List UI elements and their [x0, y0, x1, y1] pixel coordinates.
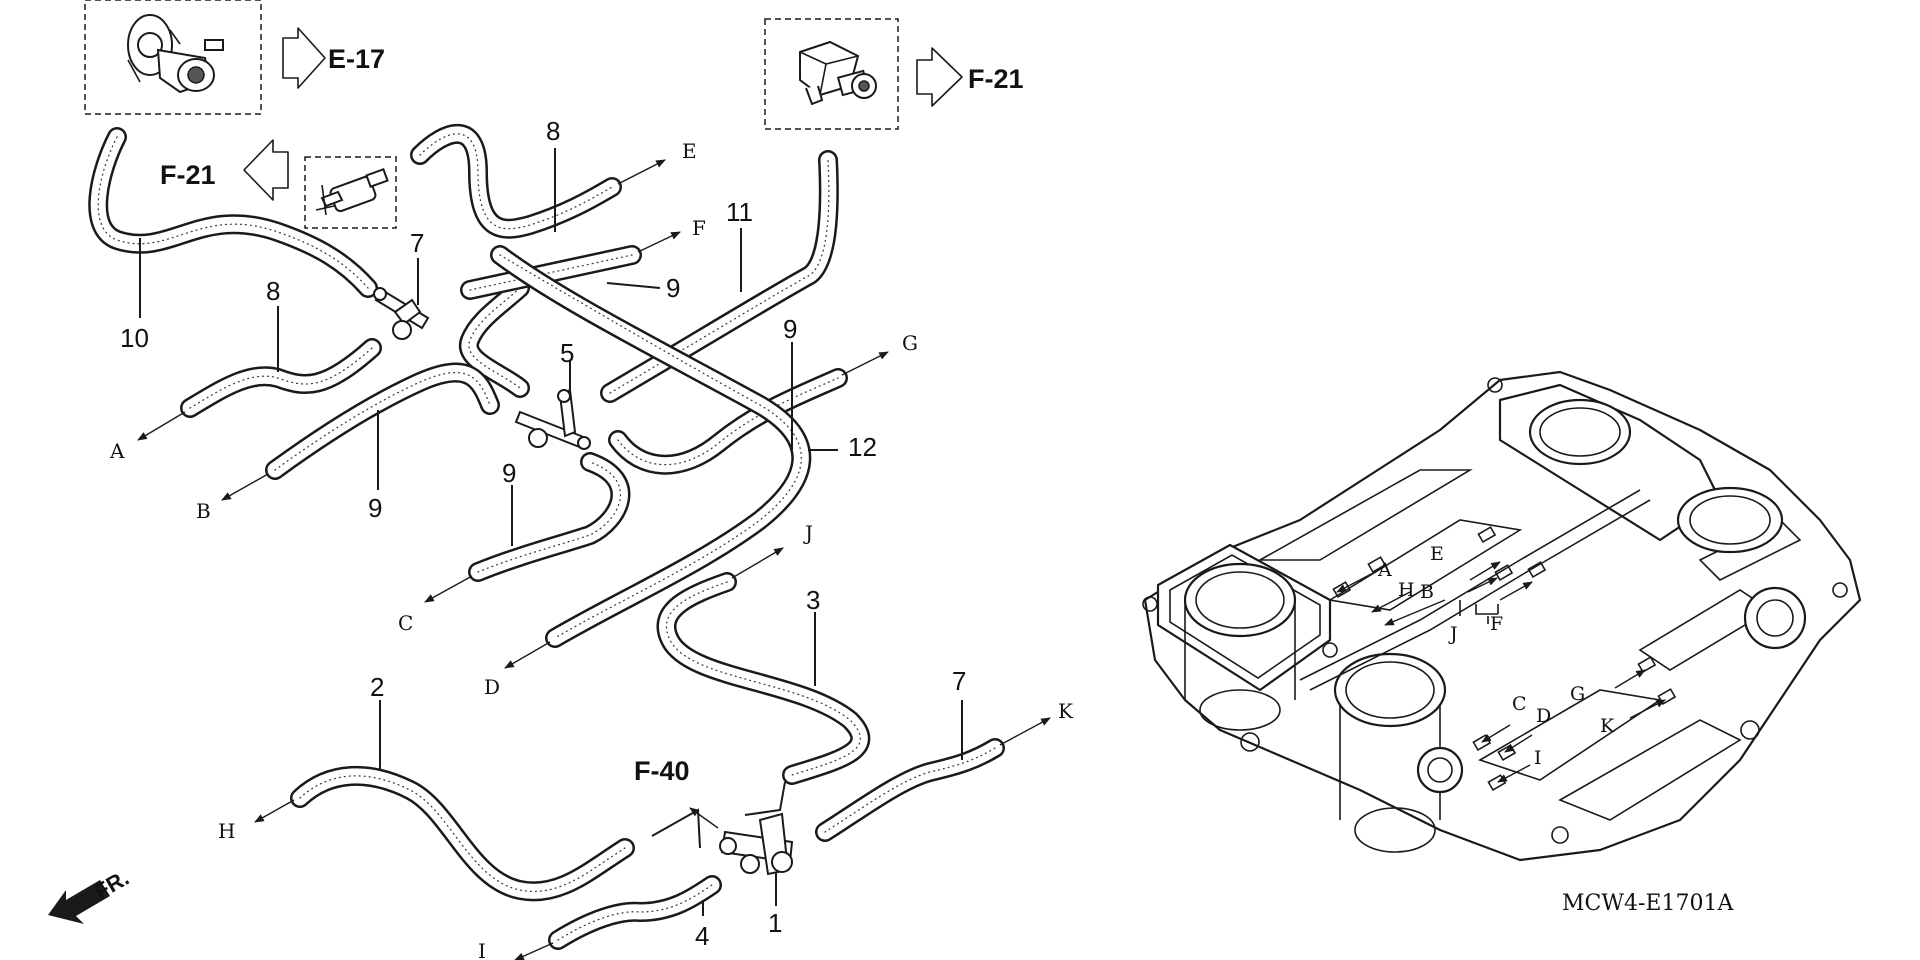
t-joint-6[interactable]: [373, 287, 430, 340]
arrow-e: [617, 159, 666, 185]
arrow-h: [254, 799, 295, 823]
arrow-g: [841, 351, 889, 376]
arrow-d: [504, 641, 551, 669]
ref-label-f21-top[interactable]: F-21: [968, 64, 1024, 94]
throttle-label-j: J: [1448, 623, 1458, 645]
connection-label-d: D: [484, 675, 500, 699]
front-indicator: FR.: [48, 865, 133, 924]
hose-3[interactable]: [656, 572, 871, 785]
throttle-label-b: B: [1420, 581, 1434, 603]
ref-label-f40[interactable]: F-40: [634, 756, 690, 786]
hose-9-c[interactable]: [468, 452, 631, 582]
ref-label-e17[interactable]: E-17: [328, 44, 385, 74]
reference-box-e17: E-17: [84, 0, 385, 115]
hose-8-lower[interactable]: [180, 338, 382, 418]
arrow-i: [514, 942, 554, 960]
throttle-label-a: A: [1377, 559, 1392, 581]
arrow-a: [137, 411, 186, 441]
hose-10[interactable]: [88, 127, 378, 298]
connection-label-e: E: [682, 139, 697, 163]
vacuum-sensor-icon: [315, 168, 389, 216]
throttle-label-g: G: [1570, 683, 1585, 705]
hose-7[interactable]: [815, 738, 1005, 842]
throttle-label-i: I: [1534, 747, 1542, 769]
connection-label-k: K: [1058, 699, 1074, 723]
connection-label-b: B: [196, 499, 211, 523]
t-joint-5[interactable]: [514, 388, 591, 450]
part-number-9-f[interactable]: 9: [666, 273, 680, 303]
hose-8-upper[interactable]: [410, 123, 622, 239]
hose-2[interactable]: [290, 765, 635, 902]
throttle-body-assembly: A H B E F J C D I G K: [1142, 370, 1862, 862]
throttle-label-k: K: [1600, 715, 1615, 737]
connection-label-i: I: [478, 939, 486, 960]
hose-4[interactable]: [548, 875, 722, 950]
arrow-c: [424, 575, 473, 603]
solenoid-valve-icon: [799, 40, 877, 106]
part-number-11[interactable]: 11: [726, 197, 753, 227]
arrow-left-icon: [243, 139, 289, 201]
diagram-code: MCW4-E1701A: [1562, 891, 1734, 916]
connection-label-f: F: [692, 216, 706, 240]
connection-label-c: C: [398, 611, 413, 635]
arrow-b: [221, 473, 269, 501]
part-number-8-upper[interactable]: 8: [546, 116, 560, 146]
part-number-8-lower[interactable]: 8: [266, 276, 280, 306]
arrow-f: [637, 231, 681, 253]
arrow-right-icon: [916, 47, 963, 107]
part-number-12[interactable]: 12: [848, 432, 877, 462]
arrow-j: [731, 547, 784, 579]
reference-box-f21-left: F-21: [160, 139, 397, 229]
hose-11[interactable]: [600, 150, 839, 403]
pressure-regulator-icon: [127, 14, 224, 94]
part-number-4[interactable]: 4: [695, 921, 709, 951]
hose-12[interactable]: [490, 245, 812, 648]
connection-label-a: A: [109, 439, 125, 463]
connection-label-g: G: [902, 331, 918, 355]
connection-label-h: H: [218, 819, 235, 843]
part-number-10[interactable]: 10: [120, 323, 149, 353]
arrow-f40: [689, 807, 719, 829]
ref-label-f21-left[interactable]: F-21: [160, 160, 216, 190]
part-number-5[interactable]: 5: [560, 338, 574, 368]
hose-9-b[interactable]: [265, 362, 500, 480]
throttle-label-e: E: [1430, 543, 1444, 565]
leader-9-f: [606, 282, 661, 289]
hose-9-g[interactable]: [608, 368, 848, 475]
arrow-right-icon: [282, 27, 326, 89]
hose-9-f[interactable]: [459, 245, 642, 398]
throttle-label-h: H: [1398, 579, 1415, 601]
part-number-2[interactable]: 2: [370, 672, 384, 702]
throttle-label-c: C: [1512, 693, 1527, 715]
reference-box-f21-top: F-21: [764, 18, 1024, 130]
part-number-9-b[interactable]: 9: [368, 493, 382, 523]
t-joint-1[interactable]: [719, 812, 794, 876]
part-number-9-c[interactable]: 9: [502, 458, 516, 488]
part-number-3[interactable]: 3: [806, 585, 820, 615]
throttle-label-d: D: [1536, 705, 1551, 727]
part-number-7[interactable]: 7: [952, 666, 966, 696]
connection-label-j: J: [803, 521, 813, 545]
part-number-6[interactable]: 7: [410, 228, 424, 258]
part-number-1[interactable]: 1: [768, 908, 782, 938]
arrow-k: [999, 717, 1051, 746]
throttle-label-f: F: [1490, 613, 1503, 635]
part-number-9-g[interactable]: 9: [783, 314, 797, 344]
front-arrow-icon: [48, 880, 110, 924]
